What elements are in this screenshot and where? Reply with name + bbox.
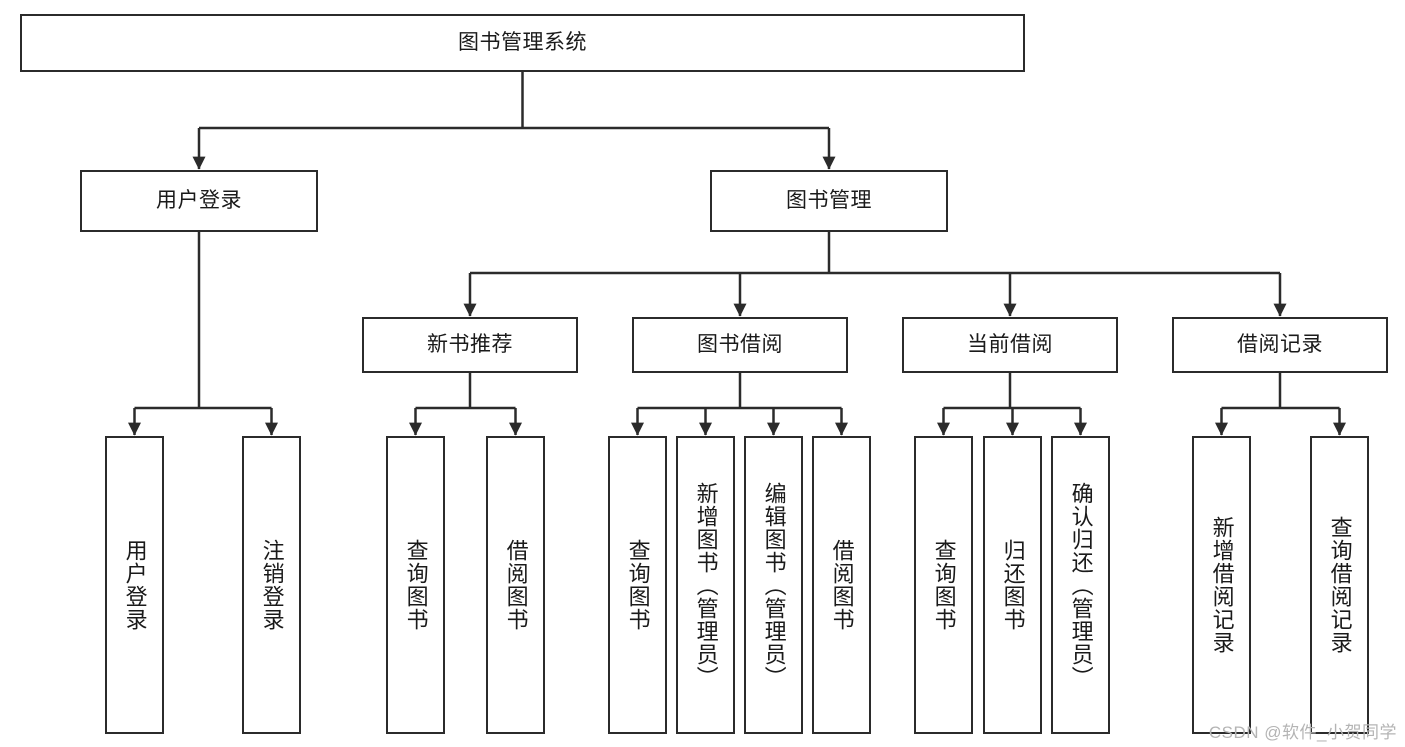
leaf-node-leaf-confirm-return[interactable]: 确认归还（管理员） <box>1051 436 1110 734</box>
node-book-manage[interactable]: 图书管理 <box>710 170 948 232</box>
leaf-node-leaf-query-book-2[interactable]: 查询图书 <box>608 436 667 734</box>
node-label: 注销登录 <box>259 539 285 631</box>
node-label: 确认归还（管理员） <box>1068 481 1094 689</box>
node-label: 图书管理 <box>786 188 872 212</box>
leaf-node-leaf-logout[interactable]: 注销登录 <box>242 436 301 734</box>
node-label: 当前借阅 <box>967 332 1053 356</box>
leaf-node-leaf-borrow-book-2[interactable]: 借阅图书 <box>812 436 871 734</box>
node-label: 用户登录 <box>156 188 242 212</box>
node-label: 借阅图书 <box>829 539 855 631</box>
node-label: 编辑图书（管理员） <box>761 481 787 689</box>
node-label: 借阅记录 <box>1237 332 1323 356</box>
leaf-node-leaf-query-record[interactable]: 查询借阅记录 <box>1310 436 1369 734</box>
leaf-node-leaf-borrow-book-1[interactable]: 借阅图书 <box>486 436 545 734</box>
node-borrow-record[interactable]: 借阅记录 <box>1172 317 1388 373</box>
leaf-node-leaf-add-record[interactable]: 新增借阅记录 <box>1192 436 1251 734</box>
node-label: 查询图书 <box>625 539 651 631</box>
node-book-borrow[interactable]: 图书借阅 <box>632 317 848 373</box>
node-label: 新书推荐 <box>427 332 513 356</box>
node-label: 用户登录 <box>122 539 148 631</box>
node-label: 查询借阅记录 <box>1327 516 1353 654</box>
node-label: 图书管理系统 <box>458 30 587 54</box>
csdn-watermark: CSDN @软件_小贺同学 <box>1208 723 1397 742</box>
node-label: 归还图书 <box>1000 539 1026 631</box>
node-user-login[interactable]: 用户登录 <box>80 170 318 232</box>
leaf-node-leaf-query-book-3[interactable]: 查询图书 <box>914 436 973 734</box>
leaf-node-leaf-add-book[interactable]: 新增图书（管理员） <box>676 436 735 734</box>
node-label: 新增图书（管理员） <box>693 481 719 689</box>
node-label: 图书借阅 <box>697 332 783 356</box>
node-label: 新增借阅记录 <box>1209 516 1235 654</box>
root-node-root[interactable]: 图书管理系统 <box>20 14 1025 72</box>
leaf-node-leaf-return-book[interactable]: 归还图书 <box>983 436 1042 734</box>
leaf-node-leaf-query-book-1[interactable]: 查询图书 <box>386 436 445 734</box>
node-label: 查询图书 <box>931 539 957 631</box>
node-label: 查询图书 <box>403 539 429 631</box>
node-label: 借阅图书 <box>503 539 529 631</box>
leaf-node-leaf-edit-book[interactable]: 编辑图书（管理员） <box>744 436 803 734</box>
node-current-borrow[interactable]: 当前借阅 <box>902 317 1118 373</box>
node-new-book-rec[interactable]: 新书推荐 <box>362 317 578 373</box>
leaf-node-leaf-user-login[interactable]: 用户登录 <box>105 436 164 734</box>
